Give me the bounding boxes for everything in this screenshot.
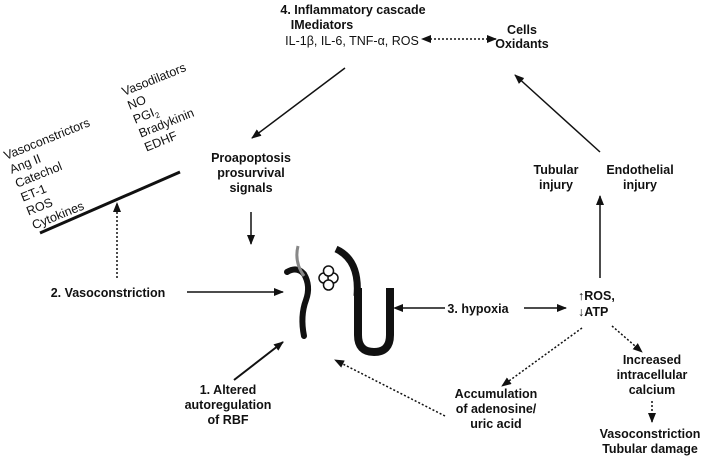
balance-beam	[39, 170, 181, 235]
damage-line: Tubular damage	[602, 442, 698, 456]
tubular-injury-line: Tubular	[534, 163, 579, 177]
mediators-alpha: α	[378, 34, 385, 48]
autoregulation-line: autoregulation	[185, 398, 272, 412]
calcium-line: intracellular	[617, 368, 688, 382]
nephron-illustration	[284, 245, 394, 357]
mediators-list-part-b: , ROS	[385, 34, 419, 48]
calcium-line: Increased	[623, 353, 681, 367]
autoregulation-line: of RBF	[208, 413, 249, 427]
tubular-injury-line: injury	[539, 178, 573, 192]
damage-line: Vasoconstriction	[600, 427, 701, 441]
glomerulus-loop	[322, 279, 335, 291]
efferent-arteriole	[295, 245, 306, 277]
oxidants-label: Oxidants	[495, 37, 549, 51]
vasoconstrictors-title: Vasoconstrictors	[2, 116, 92, 163]
ros-atp-line: ↑ROS,	[578, 289, 615, 303]
proapoptosis-line: prosurvival	[217, 166, 284, 180]
autoregulation-to-nephron-arrow	[233, 341, 284, 381]
vasoconstrictors-group: Vasoconstrictors Ang II Catechol ET-1 RO…	[2, 116, 92, 233]
cascade-to-proapoptosis-arrow	[251, 67, 346, 139]
ros-to-calcium-dotted-arrow	[611, 325, 643, 353]
accumulation-line: uric acid	[470, 417, 521, 431]
glomerulus-loop	[322, 265, 335, 277]
vasodilators-group: Vasodilators NO PGI2 Bradykinin EDHF	[120, 60, 196, 154]
proapoptosis-line: signals	[229, 181, 272, 195]
ros-atp-line: ↓ATP	[578, 305, 608, 319]
autoregulation-line: 1. Altered	[200, 383, 257, 397]
injury-to-cells-arrow	[514, 74, 601, 153]
mediators-list-part-a: IL-1β, IL-6, TNF-	[285, 34, 377, 48]
cells-label: Cells	[507, 23, 537, 37]
accumulation-to-nephron-dotted-arrow	[334, 359, 446, 417]
endothelial-injury-line: injury	[623, 178, 657, 192]
proapoptosis-line: Proapoptosis	[211, 151, 291, 165]
vasodilators-title: Vasodilators	[120, 60, 188, 98]
calcium-line: calcium	[629, 383, 676, 397]
mediators-list: IL-1β, IL-6, TNF-α, ROS	[285, 34, 419, 48]
afferent-arteriole	[284, 266, 312, 339]
endothelial-injury-line: Endothelial	[606, 163, 673, 177]
vasodilator-item: NO	[125, 93, 148, 113]
vasoconstriction-label: 2. Vasoconstriction	[51, 286, 166, 300]
accumulation-line: Accumulation	[455, 387, 538, 401]
tubule-loop	[354, 288, 394, 357]
accumulation-line: of adenosine/	[456, 402, 537, 416]
hypoxia-label: 3. hypoxia	[447, 302, 509, 316]
mediators-title: IMediators	[291, 18, 354, 32]
ros-to-accumulation-dotted-arrow	[501, 327, 583, 387]
inflammatory-cascade-title: 4. Inflammatory cascade	[280, 3, 425, 17]
